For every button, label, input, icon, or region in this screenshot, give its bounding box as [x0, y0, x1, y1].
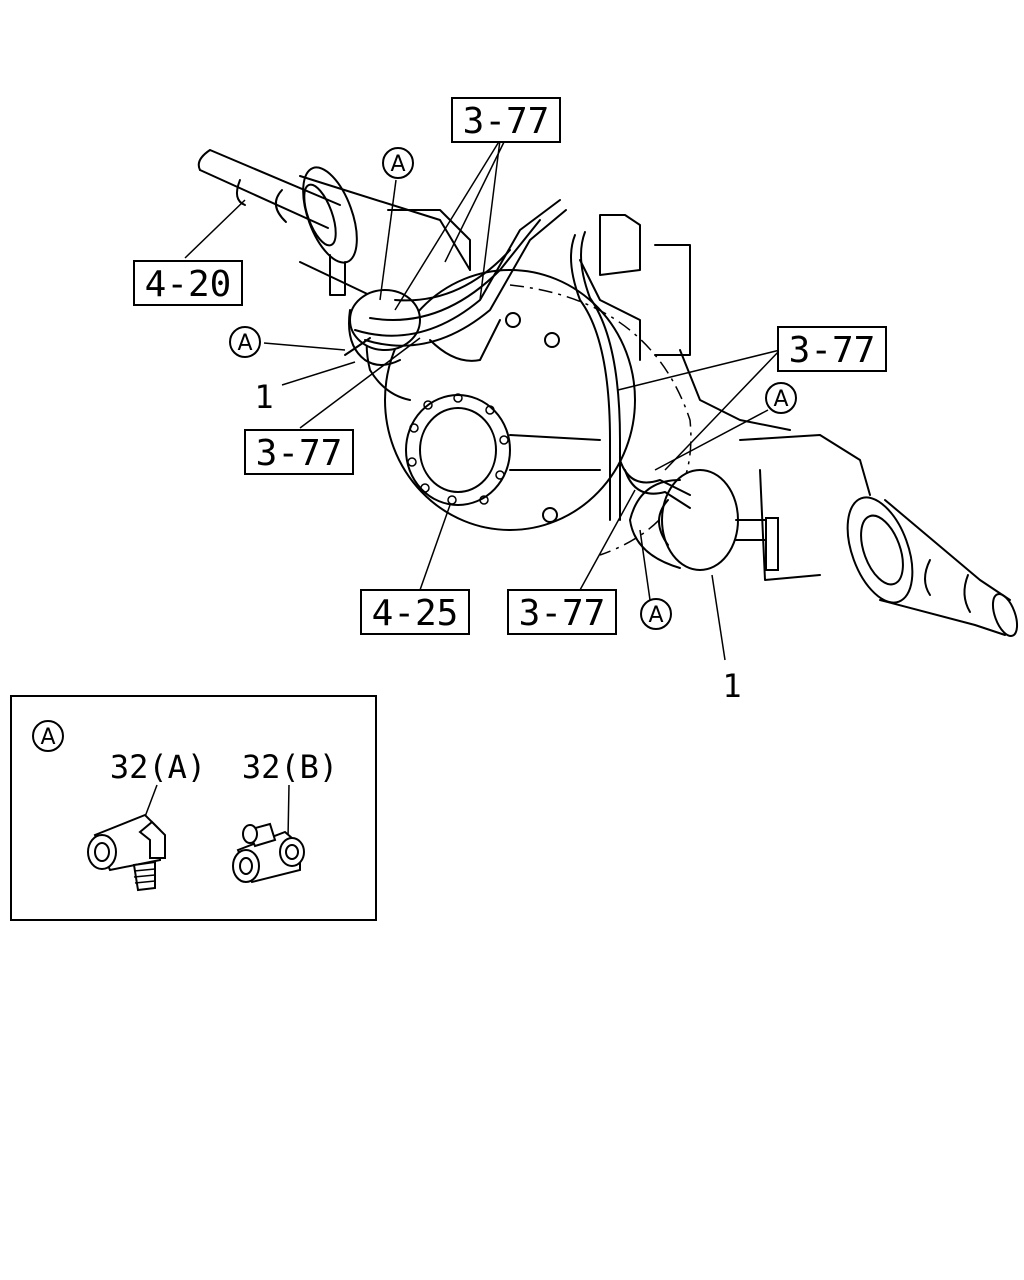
view-a-marker-top[interactable]: A [382, 147, 414, 179]
ref-label-text: 3-77 [789, 330, 876, 371]
part-1-label-right[interactable]: 1 [722, 667, 741, 705]
view-a-marker-bottom[interactable]: A [640, 598, 672, 630]
ref-label-3-77-bottom[interactable]: 3-77 [507, 589, 617, 635]
axle-assembly-drawing [197, 149, 1019, 637]
view-a-marker-left[interactable]: A [229, 326, 261, 358]
ref-label-4-20[interactable]: 4-20 [133, 260, 243, 306]
part-32b-label[interactable]: 32(B) [242, 748, 338, 786]
ref-label-text: 3-77 [256, 433, 343, 474]
ref-label-3-77-top[interactable]: 3-77 [451, 97, 561, 143]
view-a-text: A [40, 725, 55, 750]
ref-label-text: 3-77 [519, 593, 606, 634]
ref-label-text: 3-77 [463, 101, 550, 142]
fitting-32a-drawing [87, 784, 166, 892]
detail-box-view-a: A 32(A) 32(B) [10, 695, 377, 921]
leader-lines [184, 139, 781, 661]
view-a-text: A [773, 387, 788, 412]
ref-label-text: 4-20 [145, 264, 232, 305]
ref-label-4-25[interactable]: 4-25 [360, 589, 470, 635]
view-a-text: A [648, 603, 663, 628]
fitting-32b-drawing [232, 784, 305, 884]
view-a-text: A [237, 331, 252, 356]
ref-label-3-77-right[interactable]: 3-77 [777, 326, 887, 372]
ref-label-text: 4-25 [372, 593, 459, 634]
part-1-label-left[interactable]: 1 [254, 378, 273, 416]
ref-label-3-77-left[interactable]: 3-77 [244, 429, 354, 475]
detail-view-a-marker: A [32, 720, 64, 752]
part-32a-label[interactable]: 32(A) [110, 748, 206, 786]
view-a-text: A [390, 152, 405, 177]
view-a-marker-right[interactable]: A [765, 382, 797, 414]
